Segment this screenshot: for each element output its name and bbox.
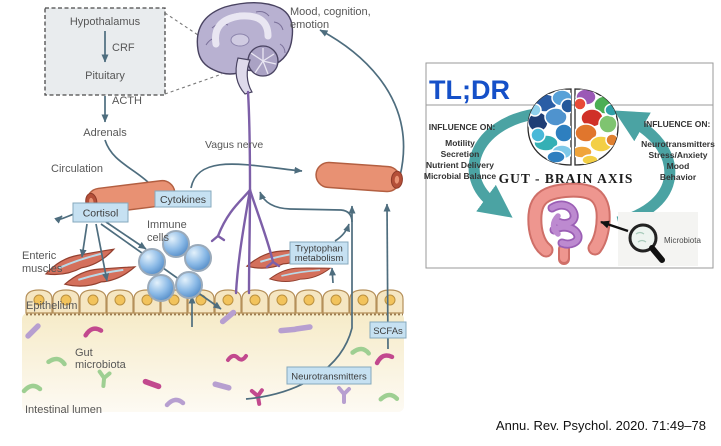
left-influence-item: Secretion [441,149,480,159]
cortisol-to-epithelium-arrow [95,223,110,282]
zoom-connector-bottom [164,73,223,95]
neurotransmitters-label: Neurotransmitters [291,372,367,383]
cortisol-to-muscle-arrow [79,223,88,258]
epithelium-cells [25,289,404,316]
enteric-muscles-label-line2: muscles [22,263,63,275]
zoom-connector-top [164,12,229,56]
right-influence-item: Mood [667,161,690,171]
gut-illustration [527,182,611,265]
right-influence-item: Stress/Anxiety [648,150,707,160]
microbiota-label: Microbiota [664,236,701,245]
neurotransmitters-box: Neurotransmitters [286,366,372,385]
tldr-panel: TL;DR [424,62,715,269]
brain-illustration [196,2,294,95]
hpa-axis-box: Hypothalamus CRF Pituitary [44,7,166,96]
left-influence-heading: INFLUENCE ON: [429,122,496,132]
citation: Annu. Rev. Psychol. 2020. 71:49–78 [496,418,706,433]
left-influence-item: Motility [445,138,475,148]
right-influence-item: Neurotransmitters [641,139,715,149]
left-influence-block: INFLUENCE ON: Motility Secretion Nutrien… [424,122,497,181]
gut-microbiota-label-line1: Gut [75,347,93,359]
right-influence-block: INFLUENCE ON: Neurotransmitters Stress/A… [641,119,715,182]
pathway-diagram: Hypothalamus CRF Pituitary ACTH Adrenals [22,2,407,416]
cytokines-to-circulation-arrow [190,163,303,189]
cortisol-label: Cortisol [83,208,119,220]
intestinal-lumen-label: Intestinal lumen [25,404,102,416]
brain-to-gut-cycle-arrow [468,108,537,218]
intestinal-lumen-area [22,313,404,412]
microbe [215,384,229,388]
magnifier-icon [628,223,665,263]
enteric-muscles-label-line1: Enteric [22,250,57,262]
colorful-brain [527,88,619,166]
circulation-label: Circulation [51,163,103,175]
immune-cells [138,230,212,302]
brainstem [235,57,253,95]
gut-brain-axis-title: GUT - BRAIN AXIS [499,171,634,186]
vagus-nerve [210,90,281,295]
adrenal-to-circulation-line [104,139,151,185]
cytokines-label: Cytokines [160,194,206,206]
gut-to-vagus-arrow [259,191,353,223]
tryptophan-up-arrow [334,223,350,242]
adrenals-label: Adrenals [83,127,127,139]
cytokines-box: Cytokines [154,190,212,208]
gut-to-brain-arrow [319,29,405,177]
epithelium-to-tryptophan-arrow [329,267,336,284]
cortisol-box: Cortisol [72,202,129,223]
immune-cells-label-line2: cells [147,232,170,244]
vagus-nerve-label: Vagus nerve [205,139,263,151]
small-intestine [547,200,583,249]
hypothalamus-label: Hypothalamus [70,16,141,28]
immune-cells-label-line1: Immune [147,219,187,231]
epithelium-label: Epithelium [26,300,77,312]
cortisol-to-immune-arrow [105,221,147,250]
crf-label: CRF [112,42,135,54]
microbe [296,327,310,329]
right-influence-heading: INFLUENCE ON: [644,119,711,129]
mood-label-line1: Mood, cognition, [290,6,371,18]
acth-label: ACTH [112,95,142,107]
left-influence-item: Nutrient Delivery [426,160,494,170]
microbe [281,329,295,330]
tryptophan-label-line1: Tryptophan [295,244,343,255]
pituitary-label: Pituitary [85,70,125,82]
blood-vessel-right [315,161,403,193]
microbiota-callout: Microbiota [600,212,701,266]
right-influence-item: Behavior [660,172,697,182]
tryptophan-box: Tryptophan metabolism [289,241,349,265]
mood-label-line2: emotion [290,19,329,31]
microbiota-arrow [600,220,629,233]
left-influence-item: Microbial Balance [424,171,497,181]
scfas-label: SCFAs [373,326,403,337]
microbe [226,353,248,362]
tryptophan-label-line2: metabolism [295,253,344,264]
scfas-box: SCFAs [369,321,407,339]
gut-microbiota-label-line2: microbiota [75,359,127,371]
tldr-heading: TL;DR [429,75,510,105]
